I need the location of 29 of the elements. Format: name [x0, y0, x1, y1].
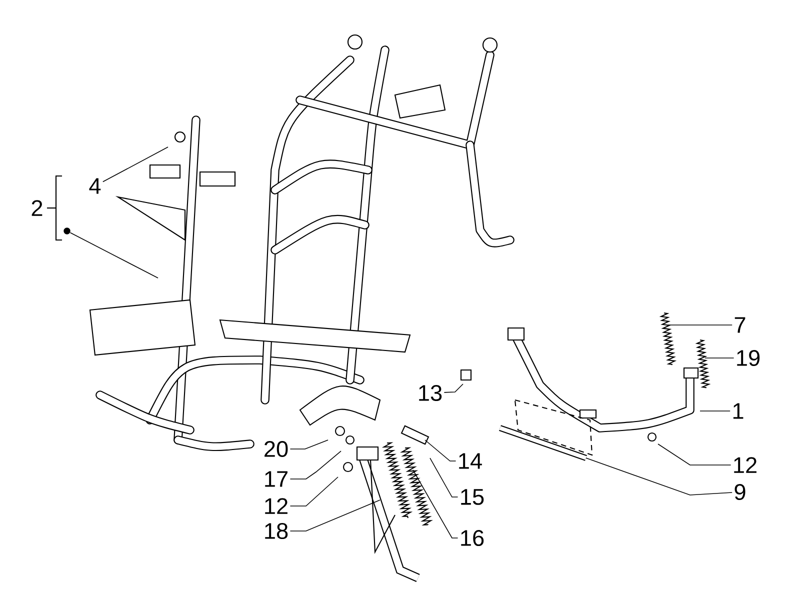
callout-number: 12 — [734, 457, 756, 473]
leader-line — [290, 440, 328, 450]
callout-number: 16 — [461, 530, 484, 546]
callout-number: 9 — [734, 484, 746, 500]
leader-line — [290, 450, 342, 480]
callout-number: 7 — [734, 317, 746, 333]
leader-line — [102, 146, 168, 182]
callout-number: 13 — [419, 384, 442, 402]
leader-line — [444, 384, 464, 393]
callout-number: 12 — [265, 498, 288, 514]
callout-number: 4 — [89, 178, 101, 194]
leader-line — [424, 440, 456, 462]
leader-line — [586, 458, 732, 496]
callout-number: 19 — [737, 350, 760, 366]
leader-line — [290, 500, 380, 532]
callout-number: 20 — [264, 440, 288, 458]
callout-number: 2 — [32, 200, 42, 216]
callout-number: 1 — [733, 403, 744, 419]
leader-line — [668, 324, 732, 326]
callout-number: 17 — [265, 471, 288, 487]
leader-line — [658, 444, 732, 466]
leader-line — [70, 232, 158, 278]
leader-line — [430, 458, 458, 498]
callout-number: 15 — [461, 489, 484, 505]
leader-line — [700, 410, 730, 412]
leader-line — [412, 470, 458, 538]
callout-number: 14 — [459, 453, 482, 469]
leader-line — [290, 476, 338, 506]
callout-number: 18 — [265, 522, 288, 540]
